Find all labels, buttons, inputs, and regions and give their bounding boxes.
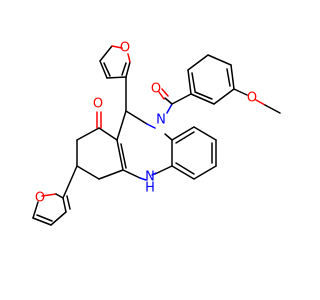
atom-oxygen: O (35, 191, 45, 206)
bond (171, 165, 195, 180)
bond (99, 45, 113, 62)
bond (191, 72, 196, 92)
bond (62, 165, 78, 199)
furan-ring-bottom (32, 165, 78, 226)
bond (125, 61, 131, 78)
atom-oxygen: O (247, 91, 257, 106)
bond (32, 217, 52, 226)
bond (32, 201, 39, 219)
bond (127, 53, 131, 63)
bond (76, 127, 100, 141)
bond (121, 62, 127, 76)
bond (139, 177, 147, 181)
bond (106, 76, 127, 79)
bond (146, 123, 156, 129)
bond (213, 88, 235, 105)
bond (98, 169, 124, 180)
atom-oxygen: O (120, 41, 130, 56)
bond (41, 193, 57, 197)
benzoyl-group (158, 54, 281, 114)
bond (230, 64, 235, 90)
molecule-structure: O O O O O N N H (32, 41, 281, 226)
bond (187, 69, 192, 95)
diazepine-ring (116, 110, 173, 181)
bond (166, 103, 173, 114)
bond (116, 139, 124, 171)
bond (98, 127, 118, 141)
furan-ring-top (99, 45, 131, 79)
bond (122, 169, 141, 179)
bond (55, 193, 64, 199)
atom-nitrogen: N (145, 170, 155, 185)
bond (226, 68, 231, 87)
bond (164, 133, 173, 141)
cyclohexenone-ring (76, 111, 124, 180)
atom-oxygen: O (151, 82, 161, 97)
bond (36, 214, 53, 222)
bond (99, 60, 108, 79)
bond (76, 165, 100, 180)
atom-nitrogen: N (156, 113, 166, 128)
bond (233, 88, 248, 96)
bond (66, 195, 71, 210)
atom-hydrogen: H (145, 181, 155, 196)
bond (171, 126, 195, 141)
structure-canvas: O O O O O N N H (32, 41, 281, 226)
bond (187, 54, 209, 71)
bond (264, 104, 281, 114)
bond (171, 93, 192, 105)
bond (194, 91, 213, 100)
atom-oxygen: O (93, 97, 103, 112)
bond (116, 110, 127, 141)
bond (207, 54, 232, 66)
bond (111, 45, 123, 49)
bond (103, 62, 111, 77)
bond (193, 165, 217, 180)
bond (193, 126, 217, 141)
benzene-ring-fused (171, 126, 217, 180)
bond (255, 99, 266, 106)
bond (151, 172, 157, 176)
bond (120, 143, 127, 169)
bond (164, 97, 173, 105)
bond (125, 110, 148, 125)
bond (62, 197, 67, 213)
bond (175, 162, 195, 175)
bond (154, 165, 173, 175)
bond (190, 93, 215, 105)
bond (50, 211, 67, 226)
bond (158, 91, 165, 100)
bond (175, 131, 195, 144)
bond (161, 88, 169, 97)
